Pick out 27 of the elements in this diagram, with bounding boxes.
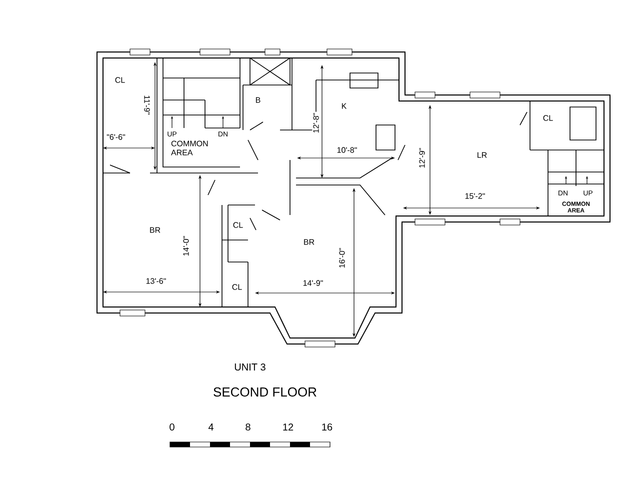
room-label: CL [115, 77, 125, 83]
room-label: K [342, 103, 347, 109]
dimension-label: 15'-2" [464, 192, 486, 200]
dimension-label: 16'-0" [338, 246, 346, 270]
scale-number: 16 [322, 423, 332, 431]
room-label: COMMON AREA [171, 140, 208, 156]
scale-number: 0 [170, 423, 174, 431]
room-label: BR [304, 239, 314, 245]
dimension-label: 14'-9" [302, 279, 324, 287]
room-label: BR [150, 227, 160, 233]
dimension-label: 12'-8" [312, 112, 320, 134]
scale-number: 12 [283, 424, 294, 430]
dimension-label: 12'-9" [418, 146, 426, 170]
caption: SECOND FLOOR [214, 387, 316, 397]
dimension-label: 13'-6" [144, 277, 168, 285]
dimension-label: 10'-8" [336, 146, 358, 154]
room-label: B [256, 97, 260, 103]
room-label: LR [478, 152, 487, 158]
room-label: CL [543, 115, 553, 121]
dimension-label: 11'-9" [143, 94, 151, 116]
dimension-label: "6'-6" [106, 133, 126, 141]
dimension-label: 14'-0" [182, 234, 190, 258]
title: UNIT 3 [234, 363, 266, 371]
scale-number: 8 [246, 423, 250, 431]
scale-number: 4 [208, 424, 214, 430]
room-label: CL [232, 284, 242, 290]
room-label: CL [233, 222, 243, 228]
